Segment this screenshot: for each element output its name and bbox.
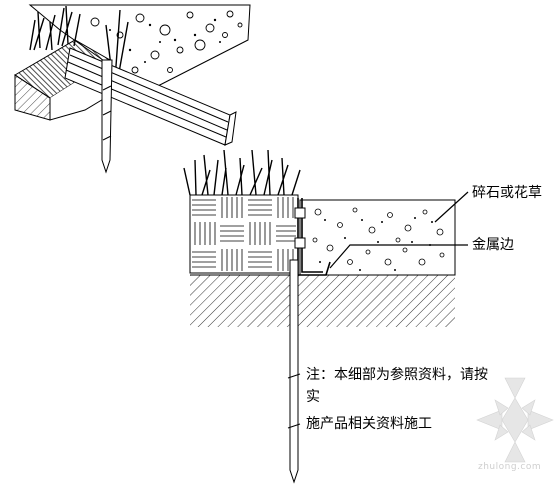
perspective-stake [101,59,113,174]
watermark-text: zhulong.com [478,462,542,472]
perspective-view [14,4,251,174]
section-brick-block [189,194,299,274]
section-grass [183,149,301,196]
note-line-2: 实 [306,389,320,405]
section-metal-edge [294,198,331,276]
section-view [183,149,469,484]
label-gravel-or-grass: 碎石或花草 [472,185,542,201]
leader-lines [329,191,469,269]
section-soil [190,274,455,327]
note-line-1: 注：本细部为参照资料，请按 [306,367,488,383]
perspective-gravel [28,4,251,91]
section-stake [287,259,301,484]
watermark-logo [476,377,554,463]
section-gravel-bed [299,199,456,276]
label-metal-edge: 金属边 [472,237,514,253]
note-line-3: 施产品相关资料施工 [306,416,432,432]
